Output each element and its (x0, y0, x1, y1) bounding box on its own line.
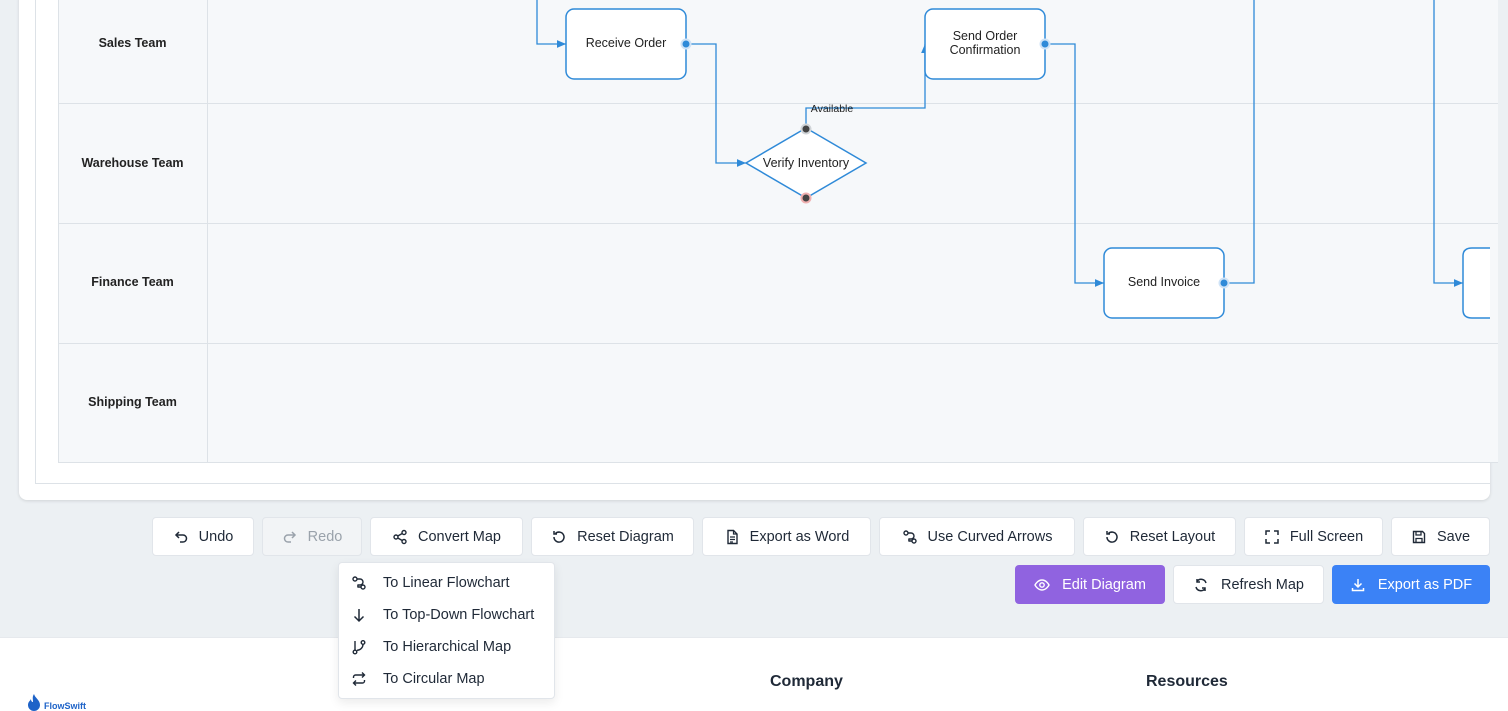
node-send-confirmation-label-1: Send Order (953, 29, 1018, 43)
menu-item-circular-map[interactable]: To Circular Map (339, 663, 554, 695)
redo-button[interactable]: Redo (262, 517, 362, 556)
footer-logo[interactable]: FlowSwift (26, 693, 86, 711)
arrow-down-icon (353, 609, 365, 623)
lane-label-shipping: Shipping Team (58, 342, 208, 462)
share-icon (393, 529, 407, 544)
reset-diagram-button[interactable]: Reset Diagram (531, 517, 694, 556)
lane-label-warehouse: Warehouse Team (58, 103, 208, 223)
lane-label-sales: Sales Team (58, 0, 208, 103)
edge-into-offscreen-node (1433, 0, 1463, 287)
menu-item-linear-flowchart[interactable]: To Linear Flowchart (339, 567, 554, 599)
export-word-button[interactable]: Export as Word (702, 517, 871, 556)
node-receive-order-label: Receive Order (586, 36, 667, 50)
rotate-ccw-icon (1106, 530, 1118, 543)
port-send-invoice (1218, 277, 1230, 289)
undo-button[interactable]: Undo (152, 517, 254, 556)
flame-logo-icon (28, 694, 40, 711)
edge-invoice-up (1224, 0, 1255, 284)
edge-into-receive-order (536, 0, 566, 48)
workflow-icon (902, 529, 917, 544)
export-pdf-button[interactable]: Export as PDF (1332, 565, 1490, 604)
maximize-icon (1265, 529, 1279, 544)
menu-item-label: To Circular Map (383, 671, 485, 687)
menu-item-hierarchical-map[interactable]: To Hierarchical Map (339, 631, 554, 663)
reset-diagram-label: Reset Diagram (577, 528, 674, 545)
port-send-confirmation (1039, 38, 1051, 50)
port-receive-order (680, 38, 692, 50)
download-icon (1351, 578, 1365, 591)
footer (0, 637, 1508, 711)
refresh-map-button[interactable]: Refresh Map (1173, 565, 1324, 604)
document-icon (726, 529, 738, 544)
edge-verify-to-confirmation (805, 44, 929, 128)
edge-receive-to-verify (686, 43, 746, 167)
edge-label-available: Available (811, 103, 854, 115)
refresh-icon (1195, 578, 1207, 591)
full-screen-button[interactable]: Full Screen (1244, 517, 1383, 556)
footer-heading-resources: Resources (1146, 673, 1228, 690)
undo-label: Undo (198, 528, 234, 545)
lane-warehouse (58, 104, 1498, 224)
git-branch-icon (352, 640, 366, 655)
rotate-ccw-icon (553, 530, 565, 543)
footer-heading-company: Company (770, 673, 843, 690)
edge-confirmation-to-invoice (1045, 43, 1104, 287)
reset-layout-label: Reset Layout (1129, 528, 1216, 545)
redo-icon (283, 530, 296, 543)
lane-sales (58, 0, 1498, 104)
save-icon (1412, 530, 1426, 543)
reset-layout-button[interactable]: Reset Layout (1083, 517, 1236, 556)
menu-item-label: To Hierarchical Map (383, 639, 512, 655)
port-verify-bottom (800, 192, 812, 204)
menu-item-label: To Linear Flowchart (383, 575, 510, 591)
export-word-label: Export as Word (749, 528, 850, 545)
lane-finance (58, 224, 1498, 344)
edit-diagram-button[interactable]: Edit Diagram (1015, 565, 1165, 604)
menu-item-label: To Top-Down Flowchart (383, 607, 535, 623)
convert-map-label: Convert Map (417, 528, 501, 545)
convert-map-menu: To Linear Flowchart To Top-Down Flowchar… (338, 562, 555, 699)
lane-label-finance: Finance Team (58, 222, 208, 342)
node-send-invoice-label: Send Invoice (1128, 275, 1200, 289)
undo-icon (174, 530, 187, 543)
eye-icon (1034, 578, 1050, 591)
export-pdf-label: Export as PDF (1377, 576, 1473, 593)
lane-shipping (58, 343, 1498, 463)
curved-arrows-label: Use Curved Arrows (927, 528, 1053, 545)
curved-arrows-button[interactable]: Use Curved Arrows (879, 517, 1075, 556)
menu-item-top-down-flowchart[interactable]: To Top-Down Flowchart (339, 599, 554, 631)
footer-logo-text: FlowSwift (44, 701, 86, 711)
swimlane-canvas[interactable] (58, 0, 1498, 463)
node-verify-inventory-label: Verify Inventory (763, 156, 850, 170)
port-verify-top (800, 123, 812, 135)
lane-border (58, 0, 59, 463)
workflow-icon (352, 576, 366, 590)
save-label: Save (1436, 528, 1471, 545)
refresh-map-label: Refresh Map (1220, 576, 1304, 593)
edit-diagram-label: Edit Diagram (1062, 576, 1146, 593)
full-screen-label: Full Screen (1289, 528, 1364, 545)
convert-map-button[interactable]: Convert Map (370, 517, 523, 556)
redo-label: Redo (307, 528, 343, 545)
repeat-icon (352, 672, 366, 686)
node-offscreen (1462, 247, 1490, 319)
node-send-confirmation-label-2: Confirmation (950, 43, 1021, 57)
save-button[interactable]: Save (1391, 517, 1490, 556)
